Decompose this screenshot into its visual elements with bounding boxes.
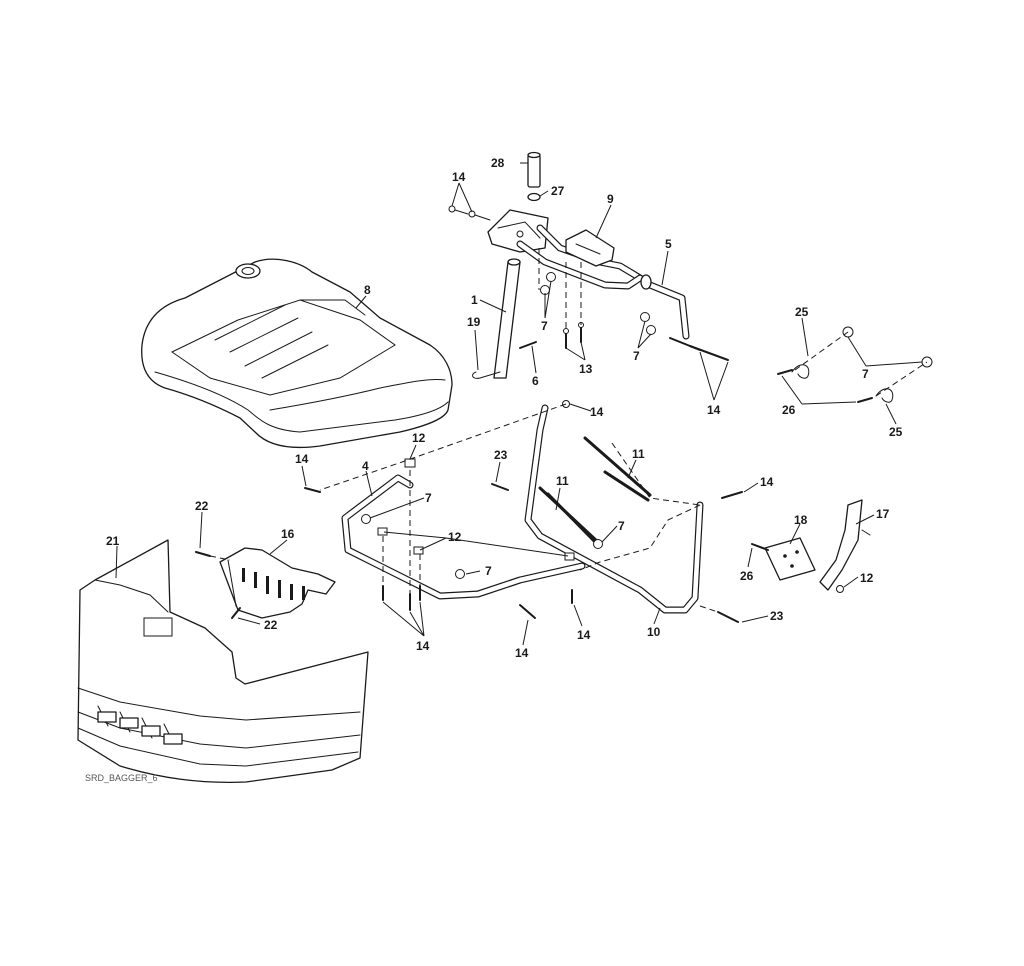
diagram-reference-code: SRD_BAGGER_6	[85, 773, 158, 783]
part-17-bracket	[819, 499, 871, 591]
part-27-ring	[527, 192, 541, 202]
part-21-collection-bag	[77, 539, 369, 783]
callout-11-b: 11	[632, 447, 645, 461]
callouts: 1 4 5 6 7 7 7 7 7 7 8 9 10 11 11 12 12 1…	[106, 156, 903, 660]
callout-7-b: 7	[633, 349, 640, 363]
callout-17: 17	[876, 507, 890, 521]
callout-9: 9	[607, 192, 614, 206]
callout-5: 5	[665, 237, 672, 251]
callout-12-c: 12	[860, 571, 874, 585]
callout-21: 21	[106, 534, 120, 548]
callout-23-a: 23	[494, 448, 508, 462]
part-9-latch	[565, 229, 615, 267]
callout-11-a: 11	[556, 474, 569, 488]
callout-8: 8	[364, 283, 371, 297]
callout-14-c: 14	[590, 405, 604, 419]
callout-14-d: 14	[295, 452, 309, 466]
callout-14-b: 14	[707, 403, 721, 417]
callout-12-b: 12	[448, 530, 462, 544]
callout-4: 4	[362, 459, 369, 473]
callout-7-f: 7	[485, 564, 492, 578]
part-4-lower-frame	[341, 474, 586, 600]
deflector-slots	[242, 568, 305, 600]
callout-10: 10	[647, 625, 661, 639]
callout-7-c: 7	[862, 367, 869, 381]
callout-14-e: 14	[760, 475, 774, 489]
part-28-sleeve	[527, 151, 541, 188]
callout-1: 1	[471, 293, 478, 307]
callout-7-e: 7	[618, 519, 625, 533]
part-1-post	[493, 258, 521, 379]
leader-lines	[115, 162, 923, 646]
part-11-stay-rods	[538, 436, 652, 547]
part-18-plate	[764, 537, 816, 581]
callout-13: 13	[579, 362, 593, 376]
callout-14-f: 14	[416, 639, 430, 653]
part-8-top-cover	[141, 258, 453, 449]
callout-16: 16	[281, 527, 295, 541]
callout-26-a: 26	[782, 403, 796, 417]
callout-19: 19	[467, 315, 481, 329]
callout-28: 28	[491, 156, 505, 170]
part-10-main-frame	[524, 404, 704, 614]
part-16-deflector	[219, 547, 336, 619]
callout-14-g: 14	[515, 646, 529, 660]
callout-22-a: 22	[195, 499, 209, 513]
part-5-rod	[640, 274, 690, 340]
callout-18: 18	[794, 513, 808, 527]
callout-14-a: 14	[452, 170, 466, 184]
callout-25-b: 25	[889, 425, 903, 439]
callout-22-b: 22	[264, 618, 278, 632]
callout-26-b: 26	[740, 569, 754, 583]
callout-7-a: 7	[541, 319, 548, 333]
callout-12-a: 12	[412, 431, 426, 445]
assembly-paths	[209, 248, 928, 613]
callout-14-h: 14	[577, 628, 591, 642]
callout-25-a: 25	[795, 305, 809, 319]
callout-27: 27	[551, 184, 565, 198]
callout-7-d: 7	[425, 491, 432, 505]
callout-6: 6	[532, 374, 539, 388]
callout-23-b: 23	[770, 609, 784, 623]
